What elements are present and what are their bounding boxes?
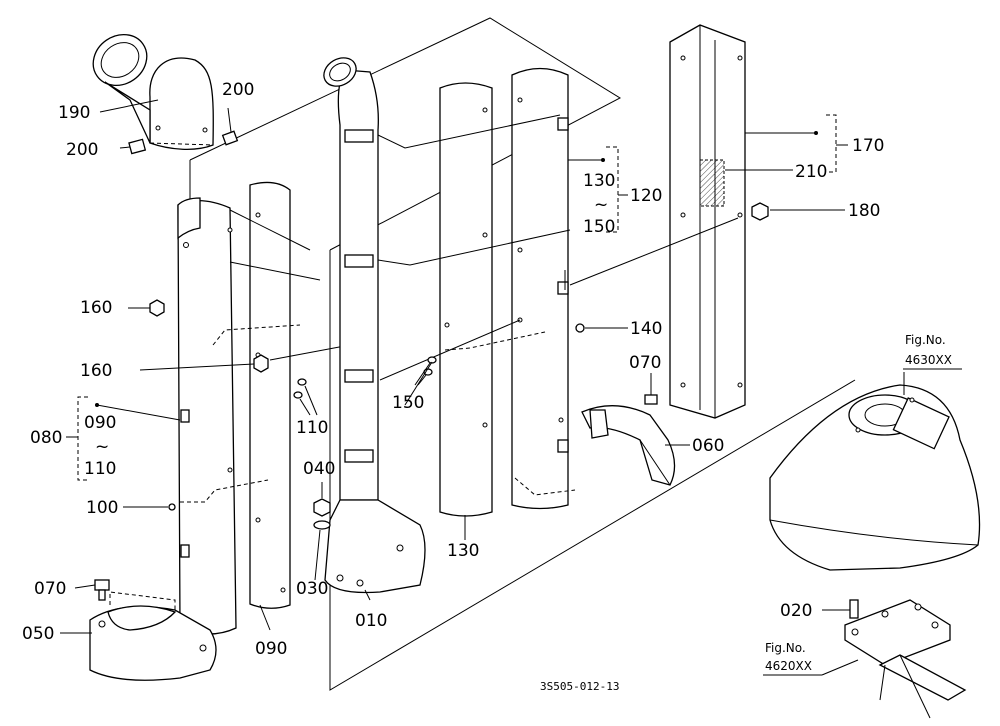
figure-reference-4620: Fig.No. 4620XX <box>763 641 859 676</box>
heat-shield-090 <box>249 181 291 609</box>
label-020: 020 <box>780 601 812 621</box>
label-060: 060 <box>692 436 724 456</box>
bracket-050 <box>89 591 217 681</box>
nut-040 <box>313 482 331 517</box>
label-200-left: 200 <box>66 140 98 160</box>
bracket-060 <box>581 405 676 486</box>
exhaust-pipe-010 <box>323 57 426 594</box>
label-130: 130 <box>447 541 479 561</box>
fig-ref-title: Fig.No. <box>905 333 946 347</box>
heat-shield-130-rear <box>511 67 569 510</box>
connection-lines-left <box>180 209 351 503</box>
group-bracket-120 <box>568 146 628 233</box>
label-tilde-120: ~ <box>594 195 608 215</box>
label-070-left: 070 <box>34 579 66 599</box>
heat-shield-170 <box>669 24 746 419</box>
label-150: 150 <box>392 393 424 413</box>
label-090-group: 090 <box>84 413 116 433</box>
connection-lines-right <box>564 217 739 290</box>
bolt-100 <box>123 503 176 511</box>
group-bracket-080 <box>66 396 181 481</box>
label-080: 080 <box>30 428 62 448</box>
fig-ref-number-2: 4620XX <box>765 659 812 673</box>
leader-lines <box>99 99 793 631</box>
heat-shield-080 <box>177 197 237 635</box>
label-160-upper: 160 <box>80 298 112 318</box>
label-200-right: 200 <box>222 80 254 100</box>
label-050: 050 <box>22 624 54 644</box>
fig-ref-number: 4630XX <box>905 353 952 367</box>
label-110-group: 110 <box>84 459 116 479</box>
fig-ref-title-2: Fig.No. <box>765 641 806 655</box>
washer-030 <box>313 520 331 581</box>
bolt-140 <box>575 323 628 333</box>
connection-lines-middle <box>377 114 576 496</box>
label-150-group: 150 <box>583 217 615 237</box>
label-010: 010 <box>355 611 387 631</box>
washers-110 <box>293 378 318 416</box>
bolt-070-right <box>644 373 658 405</box>
bolt-070-left <box>74 579 110 601</box>
bolt-160-upper <box>128 299 165 317</box>
spacer-020 <box>822 599 859 619</box>
label-160-lower: 160 <box>80 361 112 381</box>
figure-reference-4630: Fig.No. 4630XX <box>903 333 962 370</box>
heat-shield-130-front <box>439 82 493 517</box>
bolt-200-right <box>221 107 239 146</box>
bolt-160-lower <box>139 354 269 373</box>
mount-reference <box>844 599 967 719</box>
label-120: 120 <box>630 186 662 206</box>
label-180: 180 <box>848 201 880 221</box>
bolt-200-left <box>119 138 147 155</box>
label-100: 100 <box>86 498 118 518</box>
label-090: 090 <box>255 639 287 659</box>
label-110: 110 <box>296 418 328 438</box>
hood-reference <box>769 372 981 571</box>
part-labels: 190 200 200 160 160 080 090 ~ 110 110 10… <box>22 80 884 659</box>
label-170: 170 <box>852 136 884 156</box>
label-130-group: 130 <box>583 171 615 191</box>
washers-150 <box>414 356 437 386</box>
bolt-180 <box>751 202 845 221</box>
label-210: 210 <box>795 162 827 182</box>
label-040: 040 <box>303 459 335 479</box>
label-140: 140 <box>630 319 662 339</box>
drawing-code: 3S505-012-13 <box>540 680 619 693</box>
label-tilde-080: ~ <box>95 437 109 457</box>
label-070-right: 070 <box>629 353 661 373</box>
label-190: 190 <box>58 103 90 123</box>
group-bracket-170 <box>745 114 848 173</box>
elbow-cap-190 <box>92 33 214 151</box>
label-030: 030 <box>296 579 328 599</box>
